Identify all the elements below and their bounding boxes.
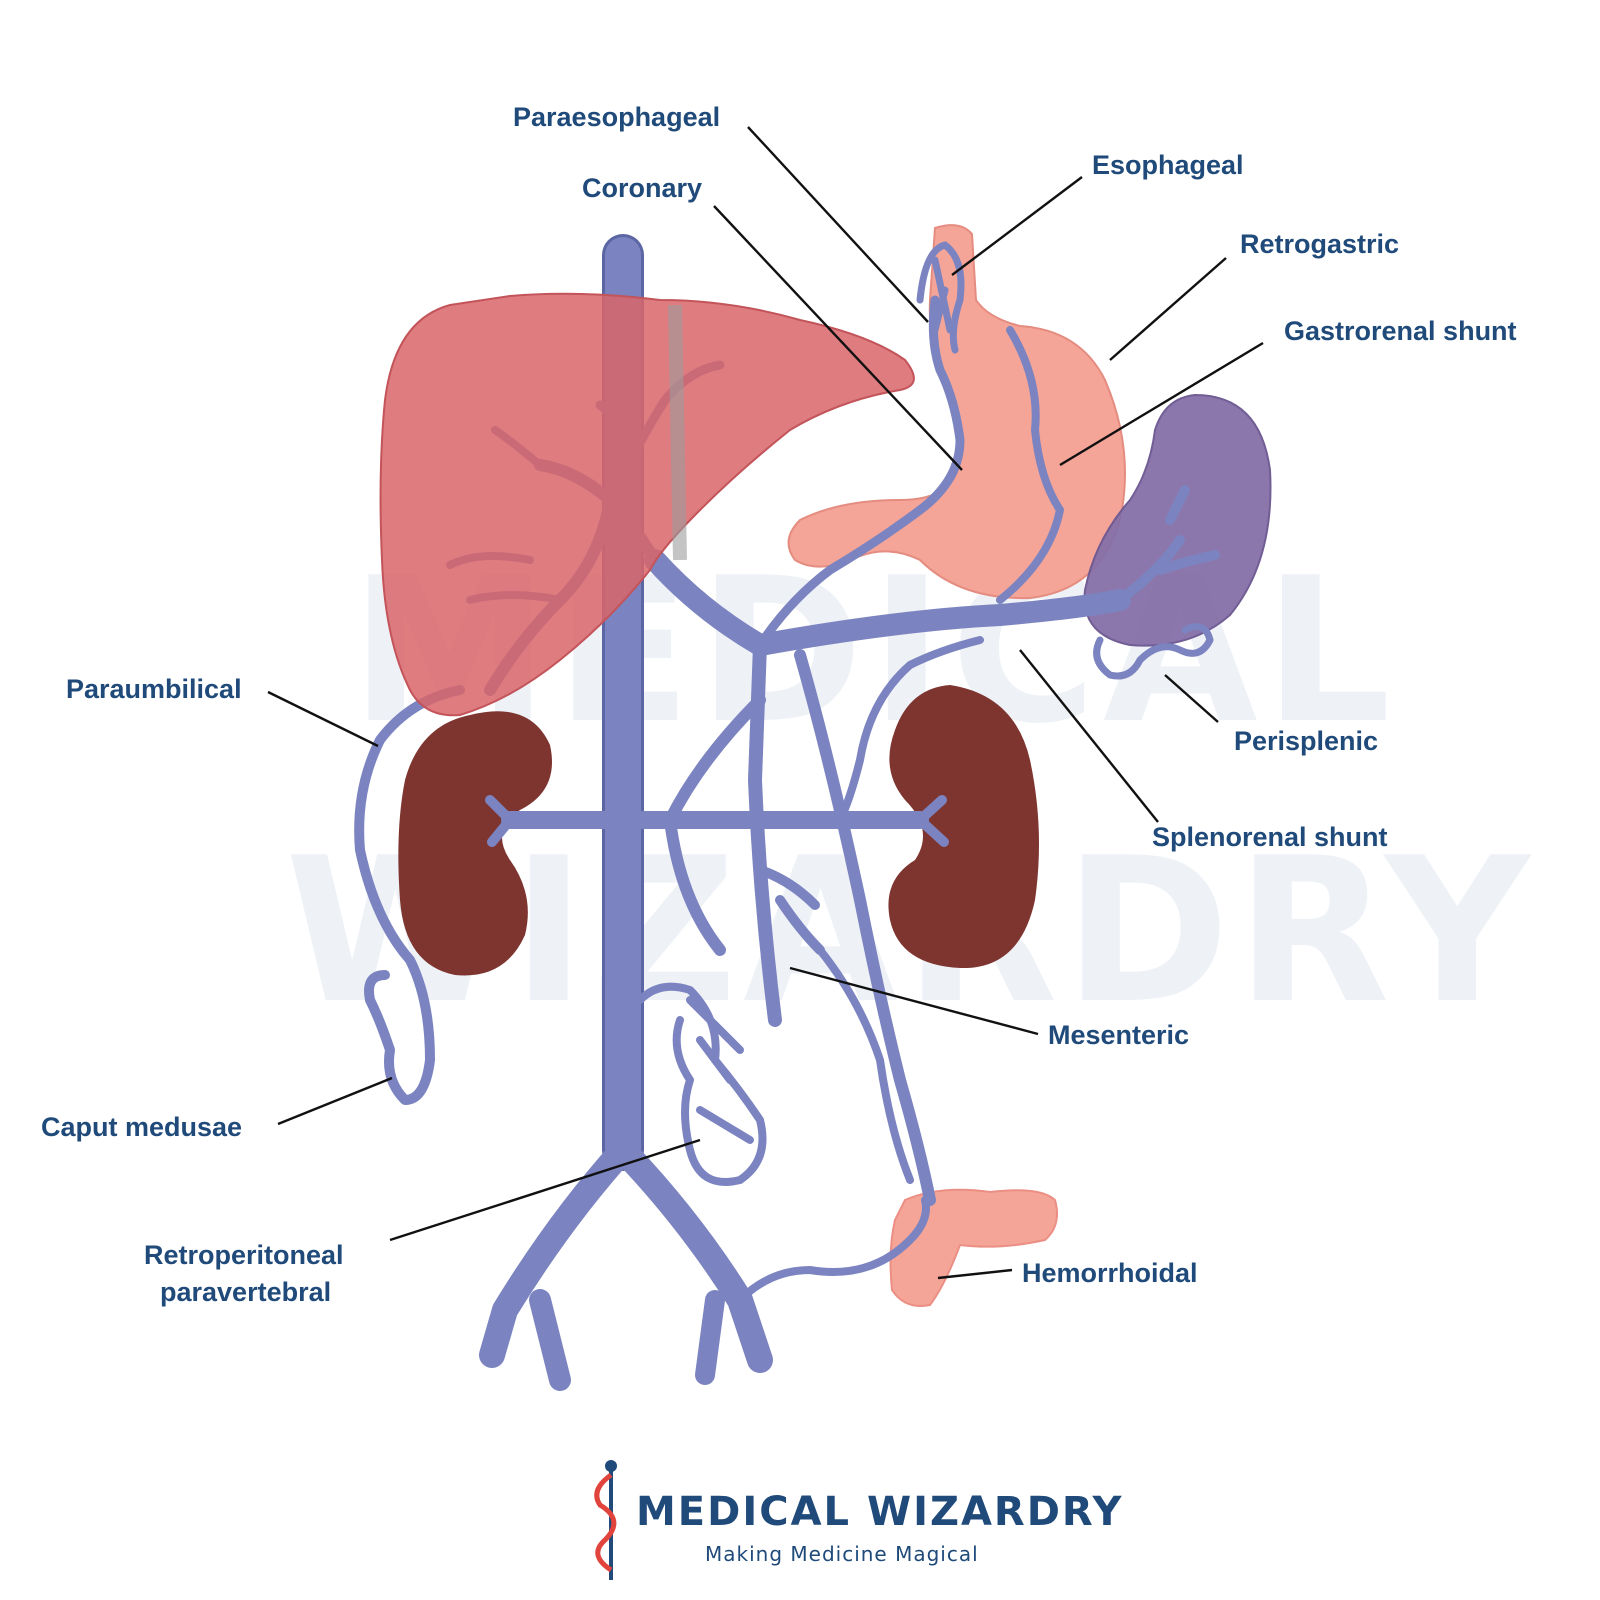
label-coronary: Coronary [582, 173, 702, 203]
label-gastrorenal-shunt: Gastrorenal shunt [1284, 316, 1517, 346]
leader-paraumbilical [267, 690, 379, 748]
leader-retrogastric [1109, 257, 1227, 361]
brand-tagline: Making Medicine Magical [705, 1542, 979, 1566]
brand-name: MEDICAL WIZARDRY [636, 1489, 1124, 1535]
spleen [1083, 393, 1272, 647]
leader-retroperitoneal [389, 1138, 701, 1242]
leader-coronary [713, 205, 963, 471]
right-kidney [398, 711, 552, 976]
leader-gastrorenal [1059, 341, 1264, 467]
label-esophageal: Esophageal [1092, 150, 1244, 180]
label-paraesophageal: Paraesophageal [513, 102, 720, 132]
label-perisplenic: Perisplenic [1234, 726, 1378, 756]
label-paraumbilical: Paraumbilical [66, 674, 242, 704]
liver [379, 292, 915, 717]
brand-logo: MEDICAL WIZARDRY Making Medicine Magical [594, 1460, 1124, 1580]
leader-hemorrhoidal [937, 1268, 1013, 1280]
label-caput-medusae: Caput medusae [41, 1112, 242, 1142]
label-hemorrhoidal: Hemorrhoidal [1022, 1258, 1198, 1288]
caduceus-icon [594, 1460, 617, 1580]
label-retroperitoneal-line2: paravertebral [160, 1277, 331, 1307]
label-retroperitoneal-line1: Retroperitoneal [144, 1240, 344, 1270]
leader-esophageal [951, 176, 1083, 276]
label-retrogastric: Retrogastric [1240, 229, 1399, 259]
rectum [889, 1188, 1058, 1307]
leader-paraesophageal [747, 126, 929, 323]
leader-mesenteric [789, 966, 1039, 1036]
leader-splenorenal [1019, 649, 1159, 823]
leader-perisplenic [1164, 674, 1219, 723]
label-splenorenal-shunt: Splenorenal shunt [1152, 822, 1388, 852]
label-mesenteric: Mesenteric [1048, 1020, 1189, 1050]
left-kidney [888, 685, 1039, 969]
leader-caput-medusae [277, 1076, 393, 1126]
